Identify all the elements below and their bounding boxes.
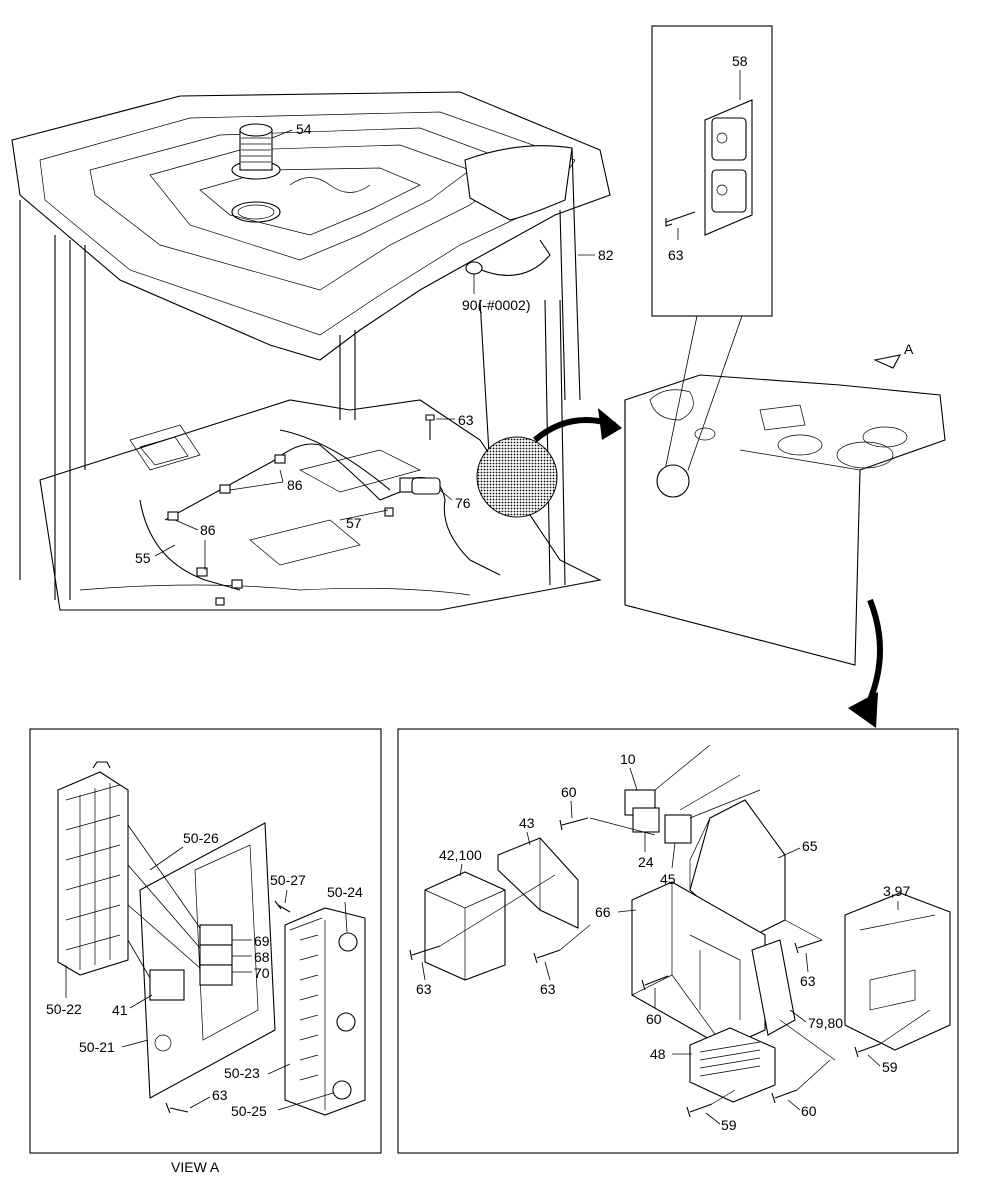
- callout-60-b: 60: [646, 1011, 662, 1027]
- controller-frame: [397, 728, 959, 1154]
- callout-45: 45: [660, 871, 676, 887]
- view-a-title: VIEW A: [171, 1159, 220, 1175]
- callout-70: 70: [254, 965, 270, 981]
- lamp-part: [464, 145, 573, 221]
- callout-50-23: 50-23: [224, 1065, 260, 1081]
- callout-60-c: 60: [801, 1103, 817, 1119]
- callout-86-b: 86: [200, 522, 216, 538]
- callout-86-a: 86: [287, 477, 303, 493]
- callout-24: 24: [638, 854, 654, 870]
- callout-59-b: 59: [721, 1117, 737, 1133]
- callout-59-a: 59: [882, 1059, 898, 1075]
- callout-43: 43: [519, 815, 535, 831]
- callout-79-80: 79,80: [808, 1015, 843, 1031]
- callout-63-c: 63: [800, 973, 816, 989]
- callout-41: 41: [112, 1002, 128, 1018]
- callout-66: 66: [595, 904, 611, 920]
- callout-50-22: 50-22: [46, 1001, 82, 1017]
- callout-10: 10: [620, 751, 636, 767]
- controller-parts: 10 60 43 42,100 24 45 65 66 3,97 63 63 6…: [409, 744, 951, 1133]
- inset-detail-58: 58 63: [651, 25, 773, 471]
- callout-90: 90(-#0002): [462, 297, 531, 313]
- callout-58: 58: [732, 53, 748, 69]
- view-a-parts: 50-26 50-27 50-24 69 68 70 41 50-22 50-2…: [46, 761, 366, 1119]
- callout-50-24: 50-24: [327, 884, 363, 900]
- callout-arrow-a: A: [904, 341, 914, 357]
- detail-circle: [656, 464, 690, 498]
- callout-55: 55: [135, 550, 151, 566]
- callout-48: 48: [650, 1046, 666, 1062]
- callout-63-a: 63: [416, 981, 432, 997]
- callout-63-b: 63: [540, 981, 556, 997]
- cab-overview: 54 82 90(-#0002): [11, 91, 622, 611]
- callout-63-inset: 63: [668, 247, 684, 263]
- detail-magnifier: [476, 436, 558, 518]
- callout-63-mid: 63: [458, 412, 474, 428]
- callout-50-25: 50-25: [231, 1103, 267, 1119]
- relay-68: [199, 944, 233, 966]
- callout-57: 57: [346, 515, 362, 531]
- callout-65: 65: [802, 838, 818, 854]
- relay-70: [199, 964, 233, 986]
- relay-41: [149, 969, 185, 1001]
- wire-harness: [139, 429, 501, 606]
- callout-76: 76: [455, 495, 471, 511]
- callout-50-26: 50-26: [183, 830, 219, 846]
- callout-82: 82: [598, 247, 614, 263]
- callout-50-21: 50-21: [79, 1039, 115, 1055]
- callout-42-100: 42,100: [439, 847, 482, 863]
- callout-69: 69: [254, 933, 270, 949]
- relay-69: [199, 924, 233, 946]
- callout-60-a: 60: [561, 784, 577, 800]
- callout-50-27: 50-27: [270, 872, 306, 888]
- view-a-frame: [29, 728, 382, 1154]
- callout-3-97: 3,97: [883, 883, 910, 899]
- beacon-part: [231, 123, 281, 223]
- callout-63-left: 63: [212, 1087, 228, 1103]
- console-box: A: [624, 341, 946, 728]
- callout-68: 68: [254, 949, 270, 965]
- callout-54: 54: [296, 121, 312, 137]
